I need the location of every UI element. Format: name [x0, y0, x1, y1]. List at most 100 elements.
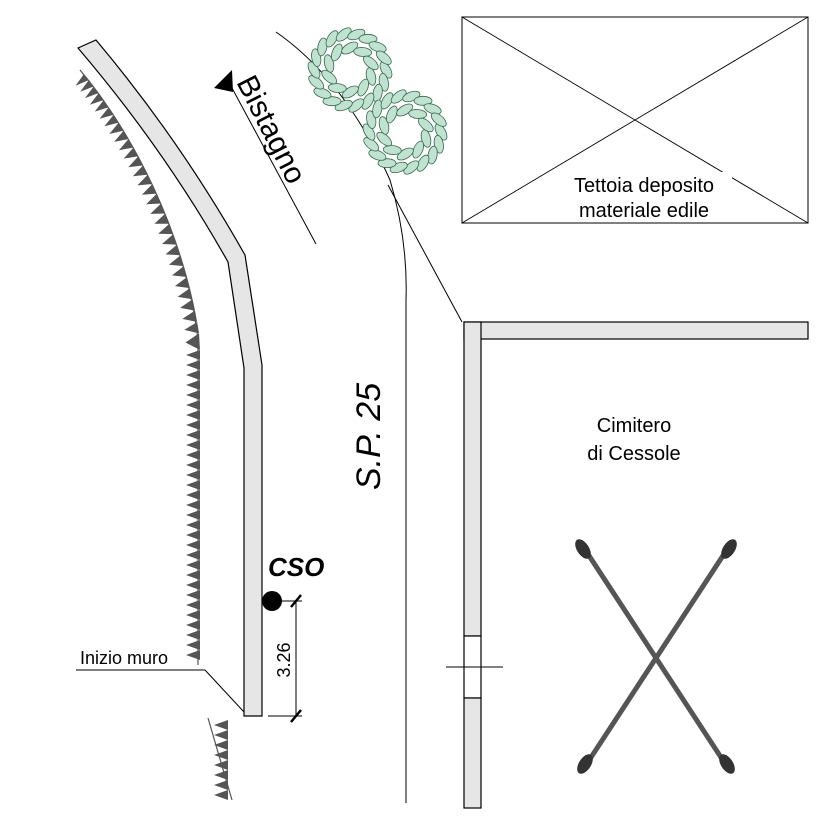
tree-leaf: [362, 123, 376, 141]
hatch-spike: [186, 630, 200, 640]
hatch-spike: [186, 620, 200, 630]
hatch-spike: [186, 490, 200, 500]
tree-leaf: [430, 112, 447, 127]
tree-leaf: [362, 55, 379, 71]
distance-label: 3.26: [274, 642, 294, 677]
embankment-line: [79, 69, 199, 665]
embankment-hatch: [75, 74, 200, 660]
tree-leaf: [358, 33, 378, 44]
hatch-spike: [186, 610, 200, 620]
hatch-spike: [186, 430, 200, 440]
tree-leaf: [385, 105, 398, 124]
hatch-spike: [186, 380, 200, 390]
shed-label-line2: materiale edile: [579, 200, 709, 222]
tree-leaf: [361, 92, 375, 110]
hatch-spike: [186, 440, 200, 450]
hatch-spike: [186, 500, 200, 510]
tree-leaf: [403, 160, 420, 175]
tree-leaf: [368, 41, 387, 53]
tree-leaf: [375, 50, 392, 65]
crossed-bones-icon: [581, 545, 731, 768]
tree-leaf: [325, 30, 339, 48]
embankment-line-lower: [207, 717, 233, 801]
hatch-spike: [186, 350, 200, 360]
tree-leaf: [396, 103, 414, 117]
tree-leaf: [308, 75, 325, 90]
tree-leaf: [307, 61, 321, 79]
cemetery-walls: [446, 321, 809, 809]
tree-leaf: [313, 87, 332, 99]
hatch-spike: [186, 480, 200, 490]
tree-leaf: [353, 47, 373, 57]
tree-leaf: [434, 123, 448, 141]
tree-leaf: [423, 103, 442, 115]
tree-leaf: [408, 109, 428, 119]
tree-leaf: [341, 85, 359, 99]
hatch-spike: [186, 640, 200, 650]
shed-label-line1: Tettoia deposito: [574, 175, 714, 197]
tree-cluster: [307, 27, 448, 175]
hatch-spike: [186, 410, 200, 420]
shed-area: [461, 16, 809, 224]
hatch-spike: [186, 390, 200, 400]
tree-leaf: [357, 78, 370, 97]
direction-label: Bistagno: [230, 70, 312, 189]
hatch-spike: [186, 540, 200, 550]
road-label: S.P. 25: [350, 383, 388, 490]
hatch-spike: [214, 760, 228, 770]
tree-leaf: [413, 95, 433, 106]
tree-leaf: [379, 61, 393, 79]
hatch-spike: [186, 510, 200, 520]
wall-start-label: Inizio muro: [80, 648, 168, 668]
hatch-spike: [186, 530, 200, 540]
hatch-spike: [186, 400, 200, 410]
hatch-spike: [186, 600, 200, 610]
direction-line: [231, 87, 317, 245]
hatch-spike: [185, 333, 200, 350]
tree-leaf: [416, 154, 430, 172]
hatch-spike: [186, 590, 200, 600]
direction-arrow-icon: [214, 70, 233, 92]
tree-leaf: [327, 83, 347, 93]
distance-dimension: [268, 594, 302, 723]
tree-leaf: [330, 43, 343, 62]
hatch-spike: [186, 460, 200, 470]
hatch-spike: [186, 560, 200, 570]
bone-ends: [575, 539, 737, 774]
retaining-wall: [77, 39, 263, 717]
tree-leaf: [348, 98, 365, 113]
hatch-spike: [186, 450, 200, 460]
hatch-spike: [214, 750, 228, 760]
tree-leaf: [380, 92, 394, 110]
tree-leaf: [363, 137, 380, 152]
hatch-spike: [214, 790, 228, 800]
hatch-spike: [186, 420, 200, 430]
hatch-spike: [186, 570, 200, 580]
hatch-spike: [214, 740, 228, 750]
tree-leaf: [341, 41, 359, 55]
tree-leaf: [372, 99, 383, 119]
tree-leaf: [321, 69, 338, 85]
hatch-spike: [214, 720, 228, 730]
tree-leaf: [396, 147, 414, 161]
road-edge-diagonal: [387, 184, 463, 323]
hatch-spike: [214, 730, 228, 740]
hatch-spike: [186, 520, 200, 530]
tree-leaf: [427, 145, 438, 165]
hatch-spike: [186, 580, 200, 590]
hatch-spike: [186, 470, 200, 480]
station-label: CSO: [268, 552, 324, 582]
tree-leaf: [377, 158, 397, 169]
hatch-spike: [214, 780, 228, 790]
hatch-spike: [186, 360, 200, 370]
hatch-spike: [186, 550, 200, 560]
tree-leaf: [390, 89, 407, 104]
tree-leaf: [322, 96, 342, 107]
hatch-spike: [186, 370, 200, 380]
tree-leaf: [412, 140, 425, 159]
tree-leaf: [335, 27, 352, 42]
tree-leaf: [368, 149, 387, 161]
tree-leaf: [417, 117, 434, 133]
tree-leaf: [382, 145, 402, 155]
